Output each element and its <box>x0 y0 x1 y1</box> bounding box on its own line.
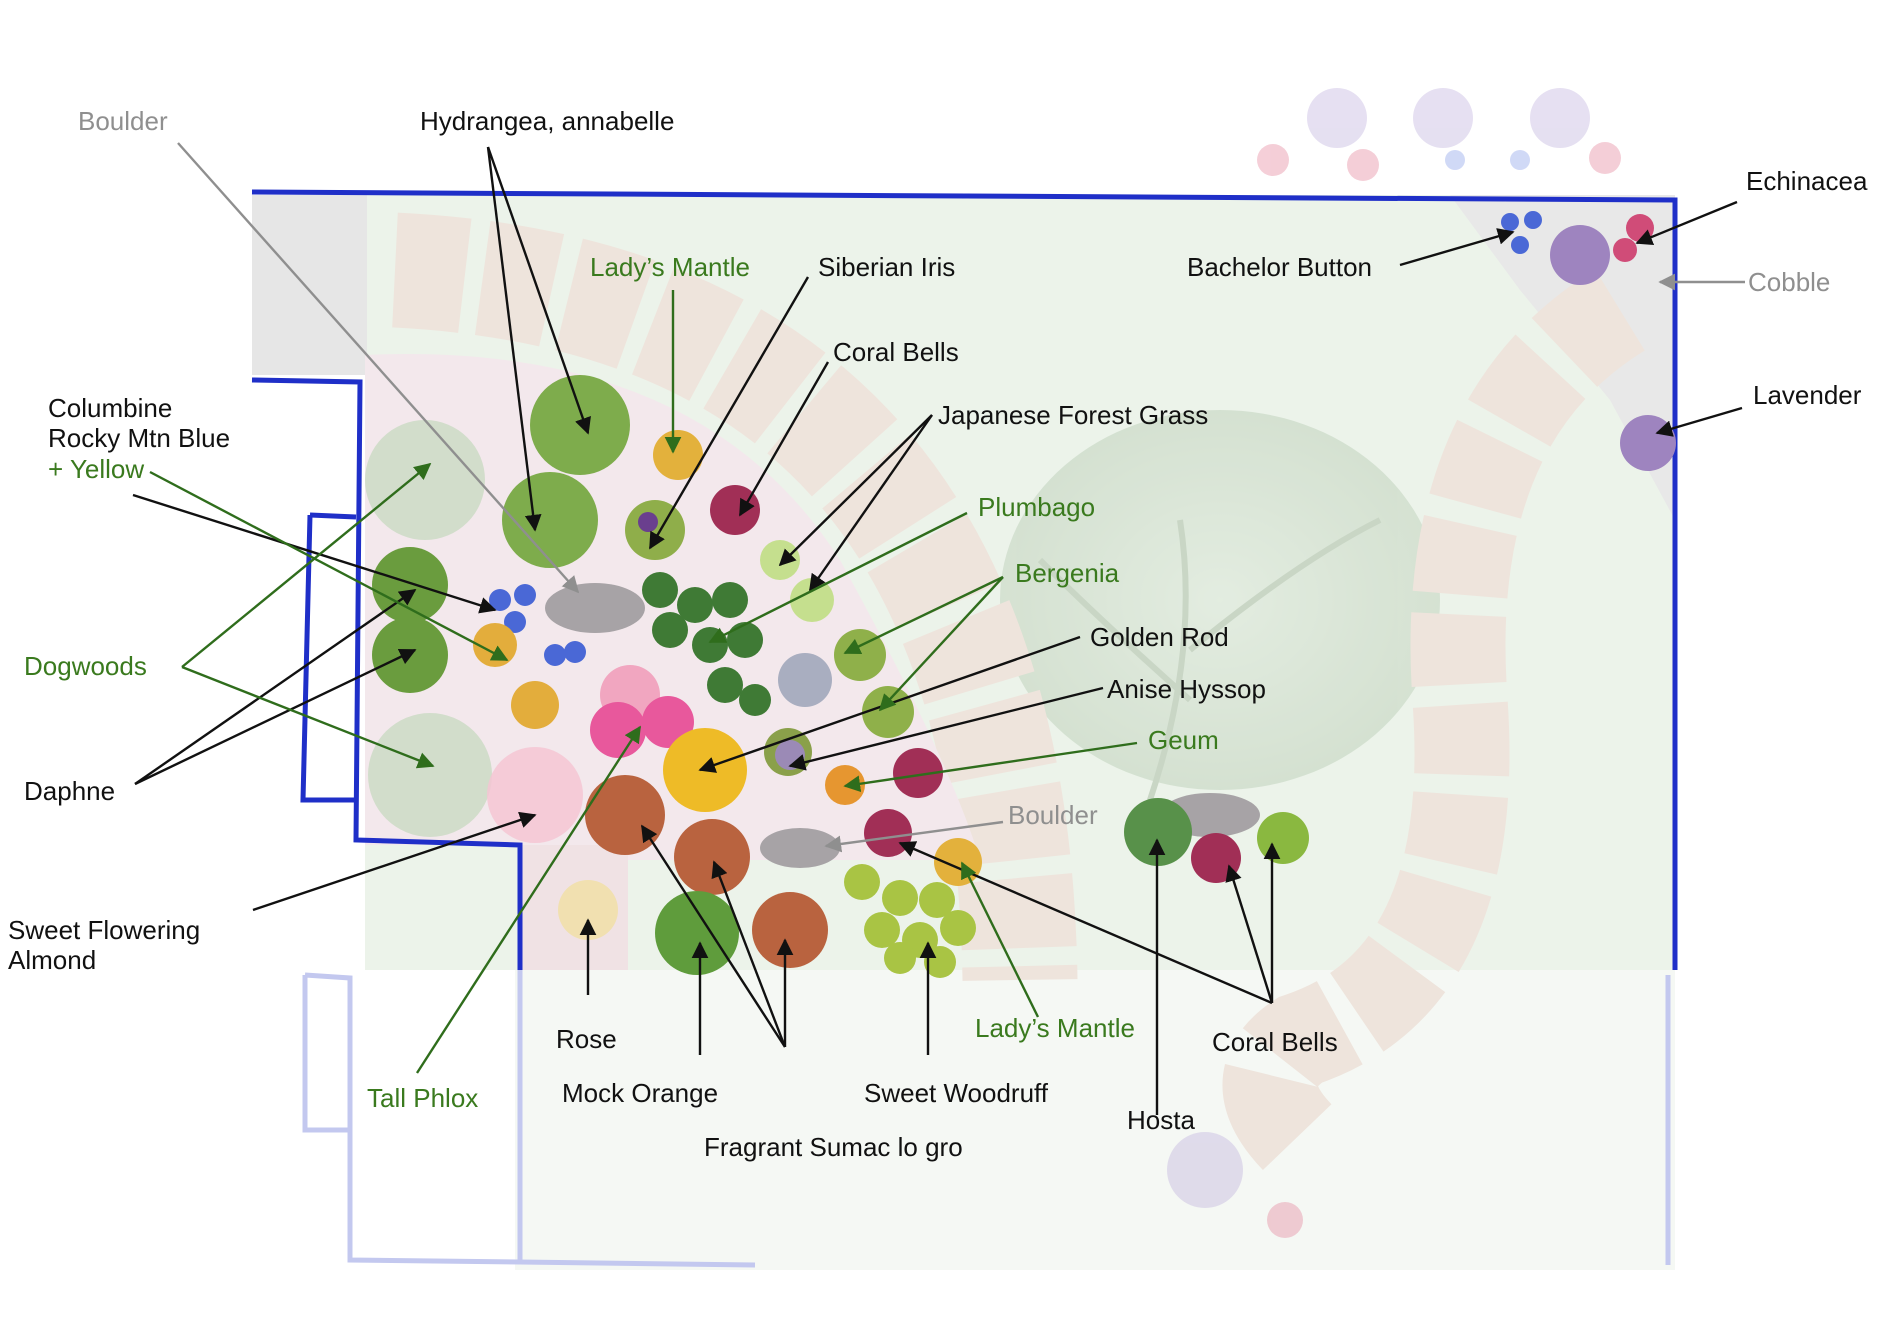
japanese-forest-grass <box>760 540 800 580</box>
label-bergenia: Bergenia <box>1015 558 1120 588</box>
coral-bells <box>893 748 943 798</box>
label-ladys-mantle-top: Lady’s Mantle <box>590 252 750 282</box>
label-hydrangea: Hydrangea, annabelle <box>420 106 675 136</box>
columbine-blue <box>504 611 526 633</box>
label-siberian-iris: Siberian Iris <box>818 252 956 282</box>
cobble-area <box>252 195 1675 520</box>
hydrangea-shrub <box>502 472 598 568</box>
leader-lines-green <box>149 290 1138 1074</box>
hydrangea-shrub <box>530 375 630 475</box>
label-almond-line-2: Almond <box>8 945 97 975</box>
label-columbine-line-1: Columbine <box>48 393 173 423</box>
label-dogwoods: Dogwoods <box>24 651 147 681</box>
label-sweet-woodruff: Sweet Woodruff <box>864 1078 1049 1108</box>
daphne-shrub <box>372 547 448 623</box>
siberian-iris-bloom <box>638 512 658 532</box>
label-japanese-forest-grass: Japanese Forest Grass <box>938 400 1209 430</box>
label-golden-rod: Golden Rod <box>1090 622 1229 652</box>
columbine-blue <box>544 644 566 666</box>
label-anise-hyssop: Anise Hyssop <box>1107 674 1266 704</box>
label-hosta: Hosta <box>1127 1105 1195 1135</box>
columbine-yellow <box>511 681 559 729</box>
property-boundary <box>251 189 1678 970</box>
coral-bells <box>710 485 760 535</box>
columbine-blue <box>489 589 511 611</box>
property-boundary-faded <box>302 970 1671 1268</box>
label-daphne: Daphne <box>24 776 116 806</box>
mock-orange <box>655 891 739 975</box>
label-geum: Geum <box>1148 725 1219 755</box>
bergenia <box>862 686 914 738</box>
ladys-mantle <box>653 430 703 480</box>
label-bachelor-button: Bachelor Button <box>1187 252 1373 282</box>
label-sweet-flowering-almond: Sweet Flowering Almond <box>8 915 200 975</box>
label-almond-line-1: Sweet Flowering <box>8 915 201 945</box>
hosta <box>1124 798 1192 866</box>
label-coral-bells-bottom: Coral Bells <box>1212 1027 1338 1057</box>
lavender <box>1620 415 1676 471</box>
label-boulder-top: Boulder <box>78 106 168 136</box>
bachelor-button <box>1511 236 1529 254</box>
almond-shrub <box>487 747 583 843</box>
label-columbine-yellow: + Yellow <box>48 454 145 484</box>
label-echinacea: Echinacea <box>1746 166 1868 196</box>
label-coral-bells-top: Coral Bells <box>833 337 959 367</box>
label-ladys-mantle-bottom: Lady’s Mantle <box>975 1013 1135 1043</box>
label-cobble: Cobble <box>1748 267 1831 297</box>
tall-phlox <box>642 696 694 748</box>
bachelor-button <box>1501 213 1519 231</box>
label-rose: Rose <box>556 1024 617 1054</box>
label-columbine-line-2: Rocky Mtn Blue <box>48 423 231 453</box>
label-lavender: Lavender <box>1753 380 1862 410</box>
japanese-forest-grass <box>790 578 834 622</box>
gray-disc <box>778 653 832 707</box>
faded-plants <box>1167 88 1621 1238</box>
coral-bells <box>864 809 912 857</box>
label-fragrant-sumac: Fragrant Sumac lo gro <box>704 1132 963 1162</box>
leader-lines <box>132 146 1743 1115</box>
coral-bells <box>1191 833 1241 883</box>
dogwood-shrub <box>365 420 485 540</box>
columbine-blue <box>514 584 536 606</box>
purple-shrub <box>1550 225 1610 285</box>
siberian-iris <box>625 500 685 560</box>
golden-rod <box>663 728 747 812</box>
dogwood-shrub <box>368 713 492 837</box>
rose <box>558 880 618 940</box>
label-mock-orange: Mock Orange <box>562 1078 719 1108</box>
plumbago-cluster <box>642 572 771 716</box>
stepping-stone-path <box>392 212 1646 1174</box>
fragrant-sumac <box>752 892 828 968</box>
label-tall-phlox: Tall Phlox <box>367 1083 479 1113</box>
label-boulder-mid: Boulder <box>1008 800 1098 830</box>
fragrant-sumac <box>674 819 750 895</box>
label-plumbago: Plumbago <box>978 492 1096 522</box>
coral-bells-green <box>1257 812 1309 864</box>
leader-lines-gray <box>177 142 1745 853</box>
label-columbine: Columbine Rocky Mtn Blue <box>48 393 230 453</box>
bachelor-button <box>1524 211 1542 229</box>
tree-canopy-shadow <box>1000 410 1440 801</box>
daphne-shrub <box>372 617 448 693</box>
boulder <box>760 828 840 868</box>
echinacea <box>1613 238 1637 262</box>
boulder <box>545 583 645 633</box>
columbine-blue <box>564 641 586 663</box>
